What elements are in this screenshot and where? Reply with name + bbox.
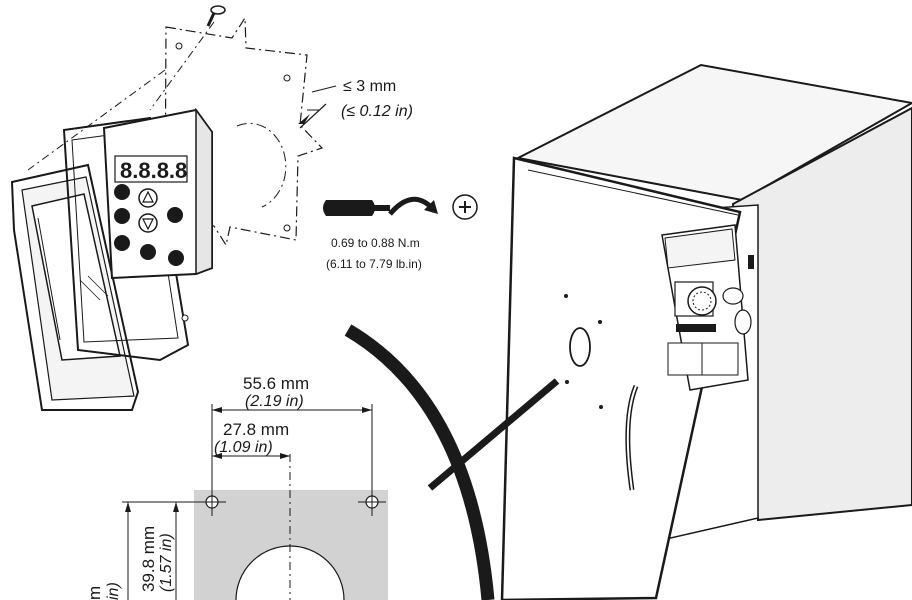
keypad-display: 8.8.8.8 bbox=[120, 158, 187, 183]
screwdriver-icon bbox=[323, 196, 438, 216]
cutout-height-metric: m bbox=[85, 586, 104, 600]
torque-imperial: (6.11 to 7.79 lb.in) bbox=[326, 257, 422, 271]
cutout-hole-spacing-metric: 39.8 mm bbox=[139, 526, 158, 592]
detail-callout-arc bbox=[344, 324, 560, 600]
phillips-head-icon bbox=[452, 194, 478, 220]
cutout-width-imperial: (2.19 in) bbox=[245, 393, 304, 410]
spacing-metric: ≤ 3 mm bbox=[343, 78, 396, 95]
variable-speed-drive bbox=[661, 224, 754, 391]
mounting-hole-left bbox=[198, 488, 226, 516]
mounting-hole-right bbox=[358, 488, 386, 516]
cutout-hole-spacing-imperial: (1.57 in) bbox=[158, 533, 175, 592]
door-panel-section bbox=[27, 16, 324, 247]
cutout-half-width-metric: 27.8 mm bbox=[223, 420, 289, 439]
cutout-half-width-imperial: (1.09 in) bbox=[214, 439, 273, 456]
cutout-template bbox=[122, 404, 388, 600]
remote-keypad: 8.8.8.8 bbox=[102, 107, 213, 280]
screw-icon bbox=[206, 5, 226, 27]
spacing-dimension bbox=[298, 85, 337, 129]
keypad-keys bbox=[114, 184, 184, 266]
cutout-width-metric: 55.6 mm bbox=[243, 374, 309, 393]
spacing-imperial: (≤ 0.12 in) bbox=[341, 103, 413, 120]
cutout-height-imperial: in) bbox=[105, 582, 122, 600]
torque-metric: 0.69 to 0.88 N.m bbox=[331, 236, 420, 250]
